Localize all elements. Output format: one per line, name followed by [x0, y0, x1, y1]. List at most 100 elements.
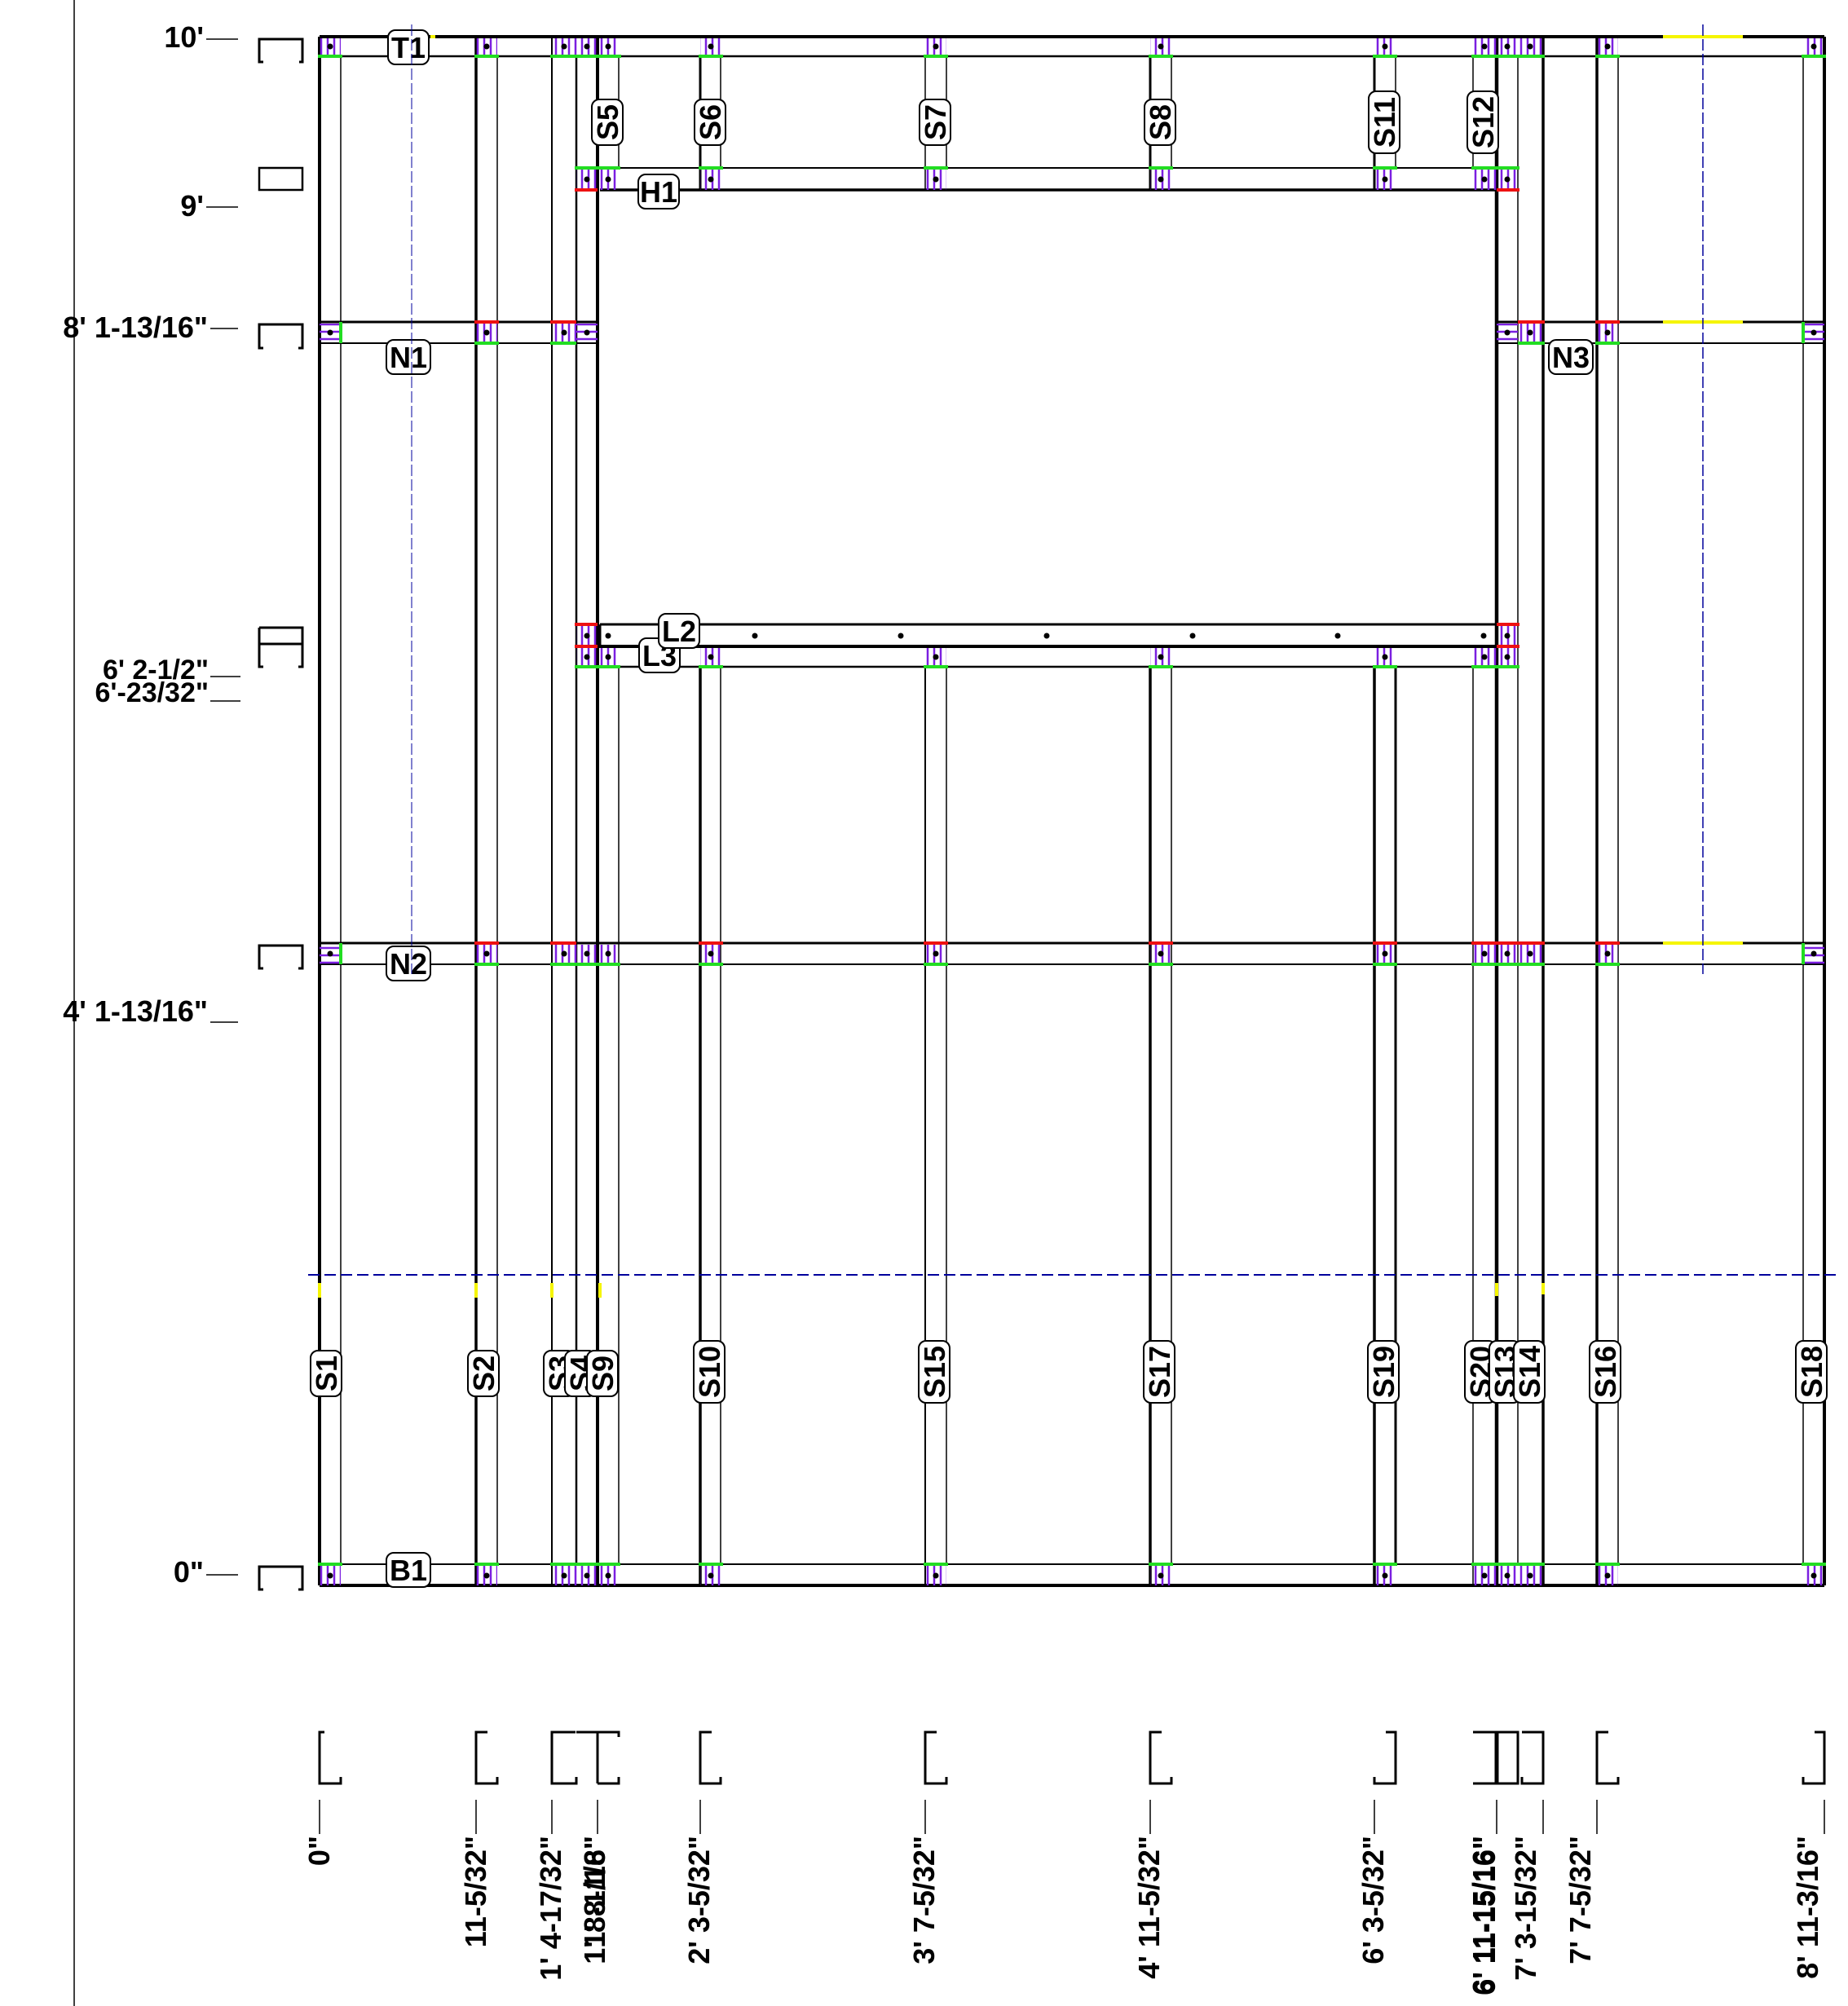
svg-text:S14: S14 [1513, 1346, 1546, 1398]
tag-s11: S11 [1368, 90, 1401, 154]
n1-n3-connections [320, 35, 1824, 345]
svg-text:6' 11-15/16": 6' 11-15/16" [1468, 1836, 1502, 1995]
svg-text:S5: S5 [591, 104, 624, 140]
tag-s1: S1 [310, 1350, 343, 1397]
tag-s10: S10 [693, 1340, 726, 1404]
svg-text:4' 11-5/32": 4' 11-5/32" [1132, 1836, 1166, 1979]
height-profile-symbols [258, 37, 304, 1591]
svg-text:6' 3-5/32": 6' 3-5/32" [1356, 1836, 1390, 1964]
bottom-connections [318, 1563, 1826, 1585]
tag-b1: B1 [386, 1552, 431, 1588]
position-label-s16: 7' 7-5/32" [1564, 1800, 1598, 1964]
tag-s17: S17 [1143, 1340, 1176, 1404]
svg-text:S17: S17 [1143, 1346, 1176, 1398]
svg-text:11-5/32": 11-5/32" [459, 1836, 492, 1947]
n2-connections [320, 941, 1824, 966]
header-connections [575, 166, 1519, 192]
height-label-l2: 6' 2-1/2" [103, 655, 240, 686]
svg-text:S12: S12 [1466, 96, 1500, 148]
svg-text:S7: S7 [919, 104, 952, 140]
position-label-s14: 7' 3-15/32" [1509, 1800, 1544, 1981]
svg-text:S6: S6 [694, 104, 727, 140]
svg-text:S18: S18 [1795, 1346, 1828, 1398]
position-label-s17: 4' 11-5/32" [1132, 1800, 1166, 1979]
svg-text:8' 11-3/16": 8' 11-3/16" [1791, 1836, 1824, 1979]
tag-s15: S15 [918, 1340, 951, 1404]
fastener-dots [327, 43, 1817, 1579]
height-label-n1: 8' 1-13/16" [63, 311, 238, 344]
svg-text:1' 8-1/8": 1' 8-1/8" [578, 1836, 611, 1948]
position-label-s4: 1' 8-1/16" 1' 8-1/8" [578, 1800, 611, 1964]
tag-s16: S16 [1589, 1340, 1622, 1404]
position-label-s10: 2' 3-5/32" [682, 1800, 716, 1964]
svg-text:S16: S16 [1589, 1346, 1622, 1398]
tag-s6: S6 [694, 99, 727, 146]
top-connections [318, 38, 1826, 58]
svg-text:T1: T1 [391, 31, 426, 64]
position-label-s3: 1' 4-17/32" [534, 1800, 567, 1981]
svg-text:S11: S11 [1368, 97, 1401, 148]
height-label-9ft: 9' [180, 189, 238, 223]
svg-text:S2: S2 [467, 1356, 501, 1391]
yellow-markers [318, 1283, 1545, 1298]
tracks [320, 35, 1824, 1587]
svg-text:6'-23/32": 6'-23/32" [95, 677, 209, 708]
svg-text:S1: S1 [310, 1356, 343, 1391]
full-studs [318, 37, 1826, 1585]
svg-text:N2: N2 [390, 947, 427, 981]
tag-t1: T1 [387, 29, 430, 65]
position-label-0: 0" [302, 1800, 336, 1866]
height-label-n2: 4' 1-13/16" [63, 994, 238, 1028]
height-label-0: 0" [174, 1555, 238, 1589]
svg-text:7' 7-5/32": 7' 7-5/32" [1564, 1836, 1597, 1964]
tag-h1: H1 [637, 174, 680, 209]
position-profile-symbols [318, 1730, 1826, 1785]
height-label-l3: 6'-23/32" [95, 677, 240, 708]
centerlines [308, 24, 1836, 1276]
tag-s7: S7 [919, 99, 952, 146]
svg-text:0": 0" [174, 1555, 204, 1589]
tag-n2: N2 [386, 946, 431, 981]
position-labels: 0" 11-5/32" 1' 4-17/32" 1' 8-1/16" 1' 8-… [302, 1800, 1825, 1995]
tag-s12: S12 [1466, 90, 1500, 154]
tag-s9: S9 [586, 1350, 620, 1397]
tag-s8: S8 [1144, 99, 1177, 146]
position-label-s2: 11-5/32" [459, 1800, 492, 1947]
tag-l2: L2 [658, 613, 700, 649]
tag-s5: S5 [591, 99, 624, 146]
svg-text:L2: L2 [662, 615, 696, 648]
svg-text:S9: S9 [586, 1356, 620, 1391]
svg-text:3' 7-5/32": 3' 7-5/32" [907, 1836, 941, 1964]
svg-text:N1: N1 [390, 341, 427, 374]
tag-n3: N3 [1548, 339, 1594, 375]
svg-text:N3: N3 [1552, 341, 1590, 374]
position-label-s19: 6' 3-5/32" [1356, 1800, 1390, 1964]
svg-text:S15: S15 [918, 1346, 951, 1398]
position-label-s15: 3' 7-5/32" [907, 1800, 941, 1964]
svg-text:2' 3-5/32": 2' 3-5/32" [682, 1836, 716, 1964]
tag-n1: N1 [386, 339, 431, 375]
svg-text:10': 10' [164, 20, 204, 54]
height-labels: 10' 9' 8' 1-13/16" 6' 2-1/2" 6'-23/32" 4… [63, 20, 240, 1589]
svg-text:1' 8-1/16": 1' 8-1/16" [578, 1836, 611, 1964]
tag-s2: S2 [467, 1350, 501, 1397]
svg-text:0": 0" [302, 1836, 336, 1866]
height-label-10ft: 10' [164, 20, 238, 54]
position-label-s20: 6' 11-15/16" 6' 11-15/16" [1466, 1800, 1502, 1995]
tag-s14: S14 [1513, 1340, 1546, 1404]
connection-blocks [318, 35, 1826, 1585]
svg-text:6' 2-1/2": 6' 2-1/2" [103, 655, 209, 686]
svg-text:B1: B1 [390, 1554, 427, 1587]
position-label-s18: 8' 11-3/16" [1791, 1800, 1825, 1979]
track-l2 [576, 623, 1518, 648]
tag-s18: S18 [1795, 1340, 1828, 1404]
svg-text:S19: S19 [1367, 1346, 1400, 1398]
svg-text:4' 1-13/16": 4' 1-13/16" [63, 994, 208, 1028]
svg-text:7' 3-15/32": 7' 3-15/32" [1509, 1836, 1542, 1981]
svg-text:6' 11-15/16": 6' 11-15/16" [1466, 1836, 1500, 1995]
svg-text:1' 4-17/32": 1' 4-17/32" [534, 1836, 567, 1981]
track-n3 [1497, 320, 1824, 344]
svg-text:9': 9' [180, 189, 204, 223]
svg-text:S10: S10 [693, 1346, 726, 1398]
